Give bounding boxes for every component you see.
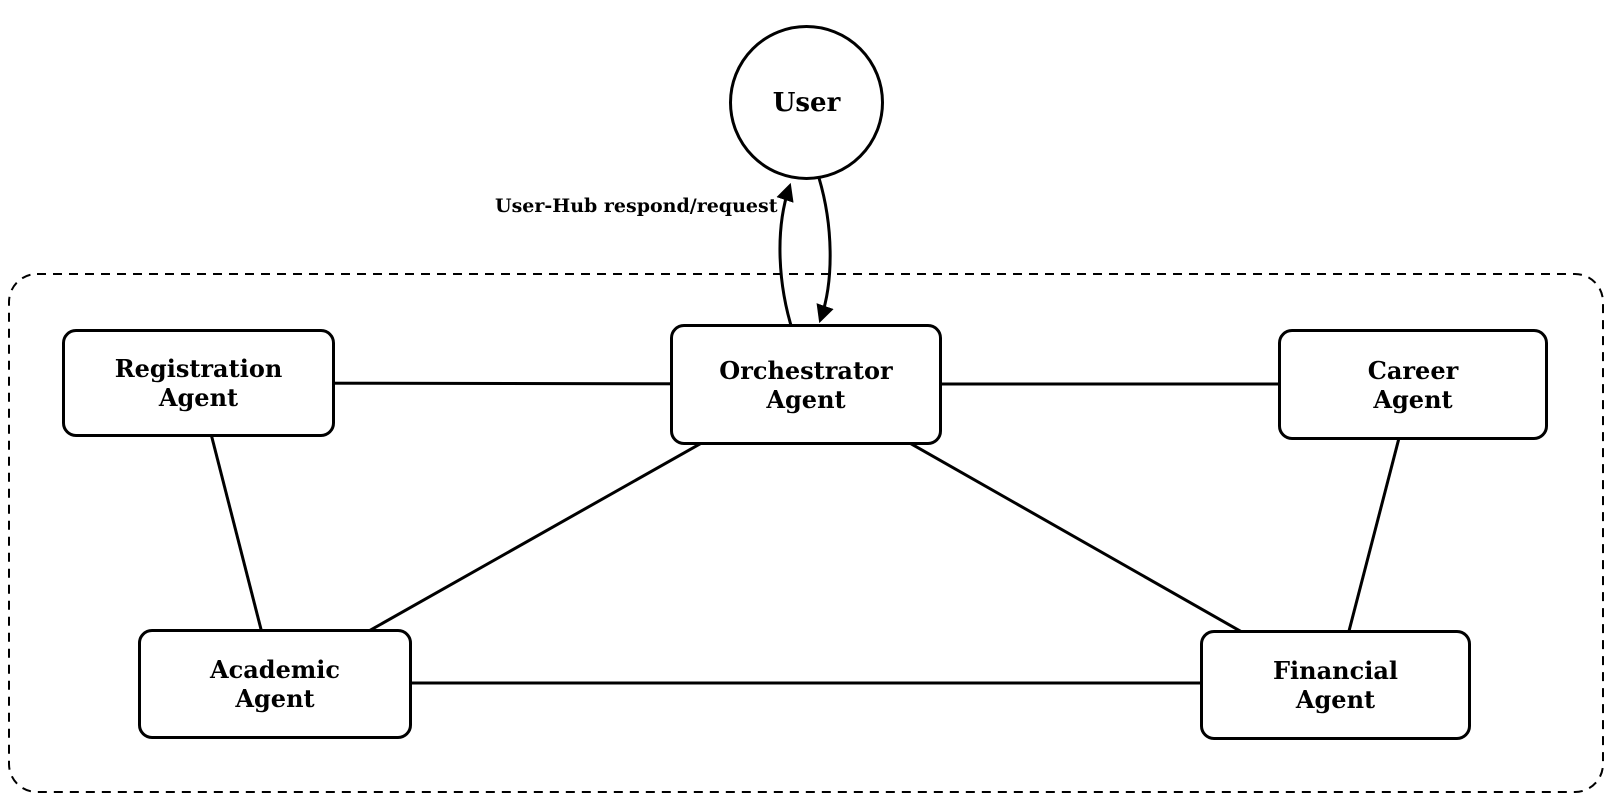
node-label-line: Academic xyxy=(210,655,340,684)
arrow-hub-to-user xyxy=(776,182,795,333)
node-label-line: Agent xyxy=(158,383,239,412)
node-label-line: Agent xyxy=(235,684,315,713)
user-hub-edge-label: User-Hub respond/request xyxy=(495,195,778,217)
node-user: User xyxy=(729,25,884,180)
node-label-line: Agent xyxy=(766,384,846,414)
arrow-user-to-hub xyxy=(816,177,834,324)
node-career-agent: Career Agent xyxy=(1278,329,1548,440)
node-registration-agent: Registration Agent xyxy=(62,329,335,437)
node-user-label: User xyxy=(772,87,841,118)
node-label-line: Registration xyxy=(114,354,283,383)
node-label-line: Agent xyxy=(1373,384,1453,414)
node-academic-agent: Academic Agent xyxy=(138,629,412,739)
node-orchestrator-agent: Orchestrator Agent xyxy=(670,324,942,445)
node-label-line: Agent xyxy=(1295,685,1376,714)
node-financial-agent: Financial Agent xyxy=(1200,630,1471,740)
node-label-line: Orchestrator xyxy=(719,355,893,385)
node-label-line: Financial xyxy=(1272,656,1398,685)
hub-dashed-container xyxy=(8,273,1604,793)
node-label-line: Career xyxy=(1367,355,1459,385)
